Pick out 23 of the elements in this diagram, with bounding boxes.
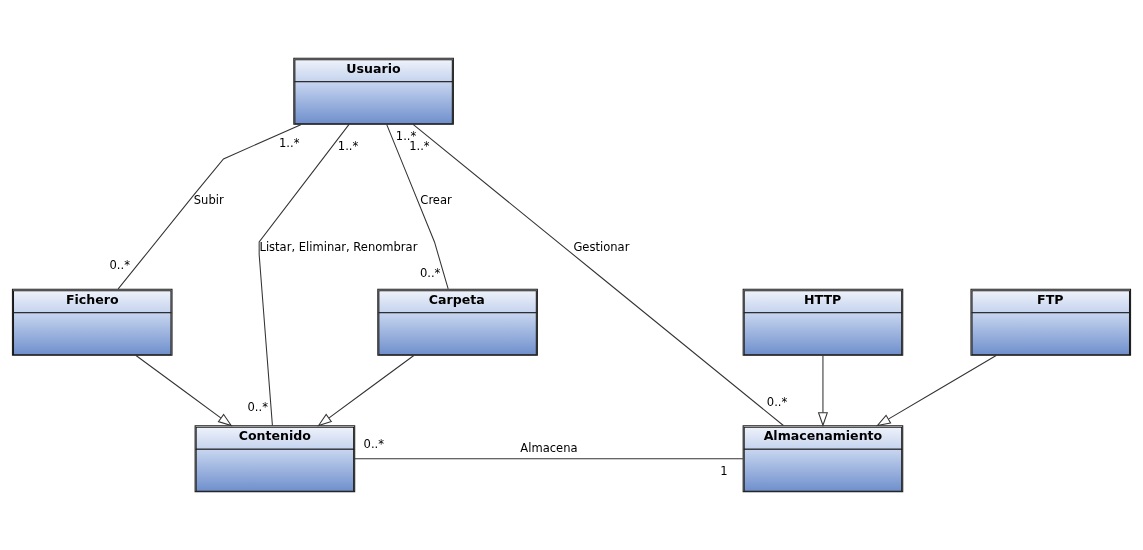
- connector: [354, 458, 744, 460]
- label: 0..*: [363, 437, 385, 452]
- connector: [117, 123, 302, 290]
- label: 1..*: [279, 136, 300, 151]
- label: 0..*: [419, 266, 441, 281]
- label: 1: [720, 463, 728, 478]
- edge-label: Listar, Eliminar, Renombrar: [259, 240, 418, 255]
- label: 1..*: [337, 139, 359, 154]
- arrow: [135, 354, 233, 427]
- label: 0..*: [766, 395, 788, 410]
- edge-label: Almacena: [520, 441, 578, 456]
- edge-label: Gestionar: [573, 240, 630, 255]
- connector: [386, 123, 449, 290]
- connector: [258, 123, 350, 426]
- arrow: [817, 354, 829, 427]
- label: 0..*: [247, 399, 268, 414]
- edge-label: Subir: [193, 192, 224, 207]
- label: 0..*: [109, 257, 130, 272]
- arrow: [317, 354, 415, 427]
- edge-label: Crear: [420, 192, 452, 207]
- label: 1..*: [409, 138, 430, 153]
- connector: [412, 123, 784, 427]
- arrow: [876, 354, 997, 427]
